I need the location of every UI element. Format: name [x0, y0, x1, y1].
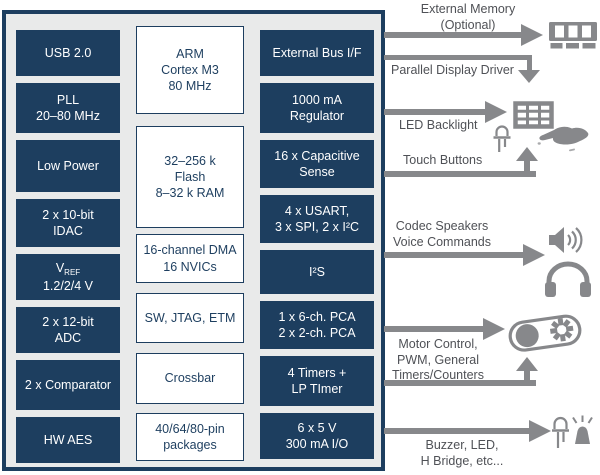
touch-hand-icon: [537, 124, 590, 152]
block-adc: 2 x 12-bit ADC: [16, 307, 120, 353]
label-external-memory: External Memory (Optional): [420, 2, 516, 32]
label-display-driver: Parallel Display Driver: [391, 63, 514, 77]
arrowhead-right-icon: [483, 318, 505, 340]
block-usb: USB 2.0: [16, 30, 120, 76]
motor-icon: [508, 311, 584, 355]
block-packages: 40/64/80-pin packages: [136, 413, 244, 461]
arrow-led-backlight: [384, 109, 486, 115]
arrow-motor-return-elbow: [524, 371, 530, 380]
chip-column-left: USB 2.0 PLL 20–80 MHz Low Power 2 x 10-b…: [16, 14, 120, 467]
arrow-buzzer: [384, 428, 530, 434]
label-touch-buttons: Touch Buttons: [403, 153, 483, 167]
block-crossbar: Crossbar: [136, 353, 244, 404]
arrow-motor: [384, 326, 484, 332]
arrow-codec: [384, 252, 524, 258]
block-external-bus: External Bus I/F: [260, 30, 374, 76]
label-buzzer: Buzzer, LED, H Bridge, etc...: [420, 438, 504, 468]
block-pll: PLL 20–80 MHz: [16, 83, 120, 133]
block-vref: VREF 1.2/2/4 V: [16, 254, 120, 300]
arrow-display-driver-elbow: [527, 55, 532, 71]
block-idac: 2 x 10-bit IDAC: [16, 199, 120, 247]
arrowhead-down-icon: [518, 70, 540, 83]
block-hw-aes: HW AES: [16, 417, 120, 463]
block-pca: 1 x 6-ch. PCA 2 x 2-ch. PCA: [260, 301, 374, 349]
block-debug: SW, JTAG, ETM: [136, 293, 244, 343]
led-icon: [551, 414, 570, 449]
block-comparator: 2 x Comparator: [16, 360, 120, 410]
arrowhead-right-icon: [523, 244, 545, 266]
block-timers: 4 Timers + LP TImer: [260, 356, 374, 406]
label-motor: Motor Control, PWM, General Timers/Count…: [392, 337, 484, 383]
block-dma-nvic: 16-channel DMA 16 NVICs: [136, 234, 244, 283]
arrow-external-memory: [384, 32, 522, 38]
arrowhead-up-icon: [516, 147, 538, 161]
memory-module-icon: [549, 22, 597, 49]
display-grid-icon: [513, 101, 554, 129]
chip-column-right: External Bus I/F 1000 mA Regulator 16 x …: [260, 14, 374, 467]
arrow-motor-return: [384, 380, 536, 386]
block-low-power: Low Power: [16, 140, 120, 192]
arrow-touch-buttons-elbow: [524, 161, 530, 171]
label-codec: Codec Speakers Voice Commands: [393, 219, 491, 249]
block-io: 6 x 5 V 300 mA I/O: [260, 413, 374, 459]
chip-column-middle: ARM Cortex M3 80 MHz 32–256 k Flash 8–32…: [136, 14, 244, 467]
block-usart-spi-i2c: 4 x USART, 3 x SPI, 2 x I²C: [260, 195, 374, 243]
arrowhead-right-icon: [529, 420, 551, 442]
chip-container: USB 2.0 PLL 20–80 MHz Low Power 2 x 10-b…: [2, 10, 385, 471]
label-led-backlight: LED Backlight: [399, 118, 478, 132]
block-cap-sense: 16 x Capacitive Sense: [260, 140, 374, 188]
headphones-icon: [544, 261, 592, 298]
speaker-icon: [549, 226, 585, 254]
block-i2s: I²S: [260, 250, 374, 294]
siren-icon: [571, 414, 594, 446]
arrowhead-right-icon: [521, 24, 543, 46]
block-arm-core: ARM Cortex M3 80 MHz: [136, 26, 244, 114]
arrowhead-up-icon: [516, 357, 538, 371]
arrow-touch-buttons: [384, 171, 536, 177]
block-regulator: 1000 mA Regulator: [260, 83, 374, 133]
arrowhead-right-icon: [485, 101, 507, 123]
led-icon: [492, 123, 512, 153]
arrow-display-driver: [384, 55, 532, 60]
block-flash-ram: 32–256 k Flash 8–32 k RAM: [136, 126, 244, 228]
